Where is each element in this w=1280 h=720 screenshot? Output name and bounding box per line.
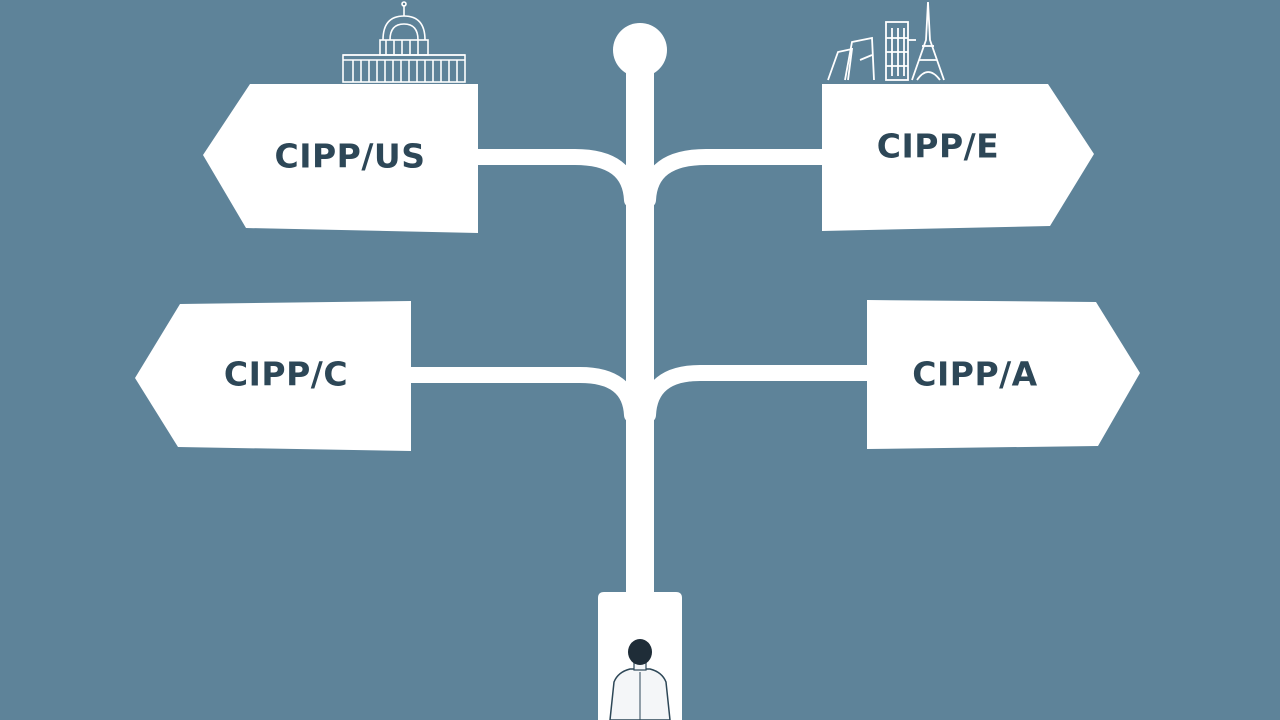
signpost-arms: [402, 149, 878, 423]
sign-cipp-a[interactable]: CIPP/A: [867, 300, 1140, 449]
sign-cipp-e[interactable]: CIPP/E: [822, 84, 1094, 231]
sign-cipp-us[interactable]: CIPP/US: [203, 84, 478, 233]
sign-label: CIPP/C: [224, 355, 348, 394]
sign-board: [867, 300, 1140, 449]
sign-label: CIPP/A: [912, 355, 1037, 394]
pole-shaft: [626, 70, 654, 600]
sign-label: CIPP/E: [877, 127, 999, 166]
arm-upper-left: [468, 149, 640, 208]
person-figure: [609, 639, 671, 720]
sign-board: [203, 84, 478, 233]
sign-label: CIPP/US: [275, 137, 426, 176]
arm-lower-left: [402, 367, 640, 423]
person-head: [628, 639, 652, 665]
arm-lower-right: [640, 365, 878, 423]
sign-board: [822, 84, 1094, 231]
arm-upper-right: [640, 149, 833, 208]
capitol-icon: [342, 1, 466, 83]
pole-finial: [613, 23, 667, 77]
sign-cipp-c[interactable]: CIPP/C: [135, 301, 411, 451]
sign-board: [135, 301, 411, 451]
european-skyline-icon: [827, 1, 945, 81]
